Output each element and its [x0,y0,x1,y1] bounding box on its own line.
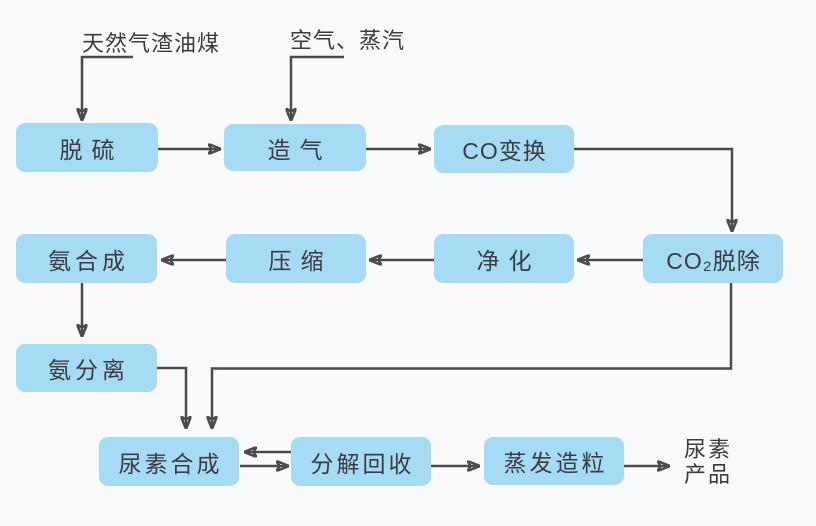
input-label-feedstock: 天然气渣油煤 [82,31,221,56]
node-ammonia-separation: 氨分离 [16,344,157,392]
node-evaporation-granulation: 蒸发造粒 [484,437,624,485]
node-desulfurization: 脱硫 [16,123,158,172]
edge-co-shift-to-co2-removal [574,147,732,230]
node-evaporation-granulation-label: 蒸发造粒 [503,450,608,476]
node-purification: 净化 [434,234,574,283]
edge-airsteam-to-gasification [291,55,344,119]
node-ammonia-synthesis: 氨合成 [16,234,157,283]
edge-feedstock-to-desulfurization [82,55,133,119]
node-co-shift: CO变换 [434,125,574,173]
node-desulfurization-label: 脱硫 [59,136,124,163]
node-ammonia-synthesis-label: 氨合成 [48,247,129,274]
node-co2-removal: CO₂脱除 [643,234,783,283]
node-compression-label: 压缩 [268,247,333,274]
node-decomposition-recovery-label: 分解回收 [310,450,415,477]
node-urea-synthesis: 尿素合成 [99,437,239,486]
edge-ammonia-separation-to-urea-synthesis [157,366,186,427]
node-gasification: 造气 [224,124,366,171]
node-urea-synthesis-label: 尿素合成 [118,450,223,477]
input-label-air-steam: 空气、蒸汽 [290,28,406,53]
node-purification-label: 净化 [476,247,541,274]
node-compression: 压缩 [226,234,366,283]
node-gasification-label: 造气 [267,136,332,163]
node-ammonia-separation-label: 氨分离 [48,357,129,383]
node-co-shift-label: CO变换 [462,138,547,164]
output-label-line1: 尿素 [684,437,733,462]
node-co2-removal-label: CO₂脱除 [666,247,761,274]
output-label-line2: 产品 [684,462,733,487]
edge-co2-removal-to-urea-synthesis [212,283,733,427]
node-decomposition-recovery: 分解回收 [291,437,431,486]
output-label-urea-product: 尿素 产品 [684,437,732,487]
